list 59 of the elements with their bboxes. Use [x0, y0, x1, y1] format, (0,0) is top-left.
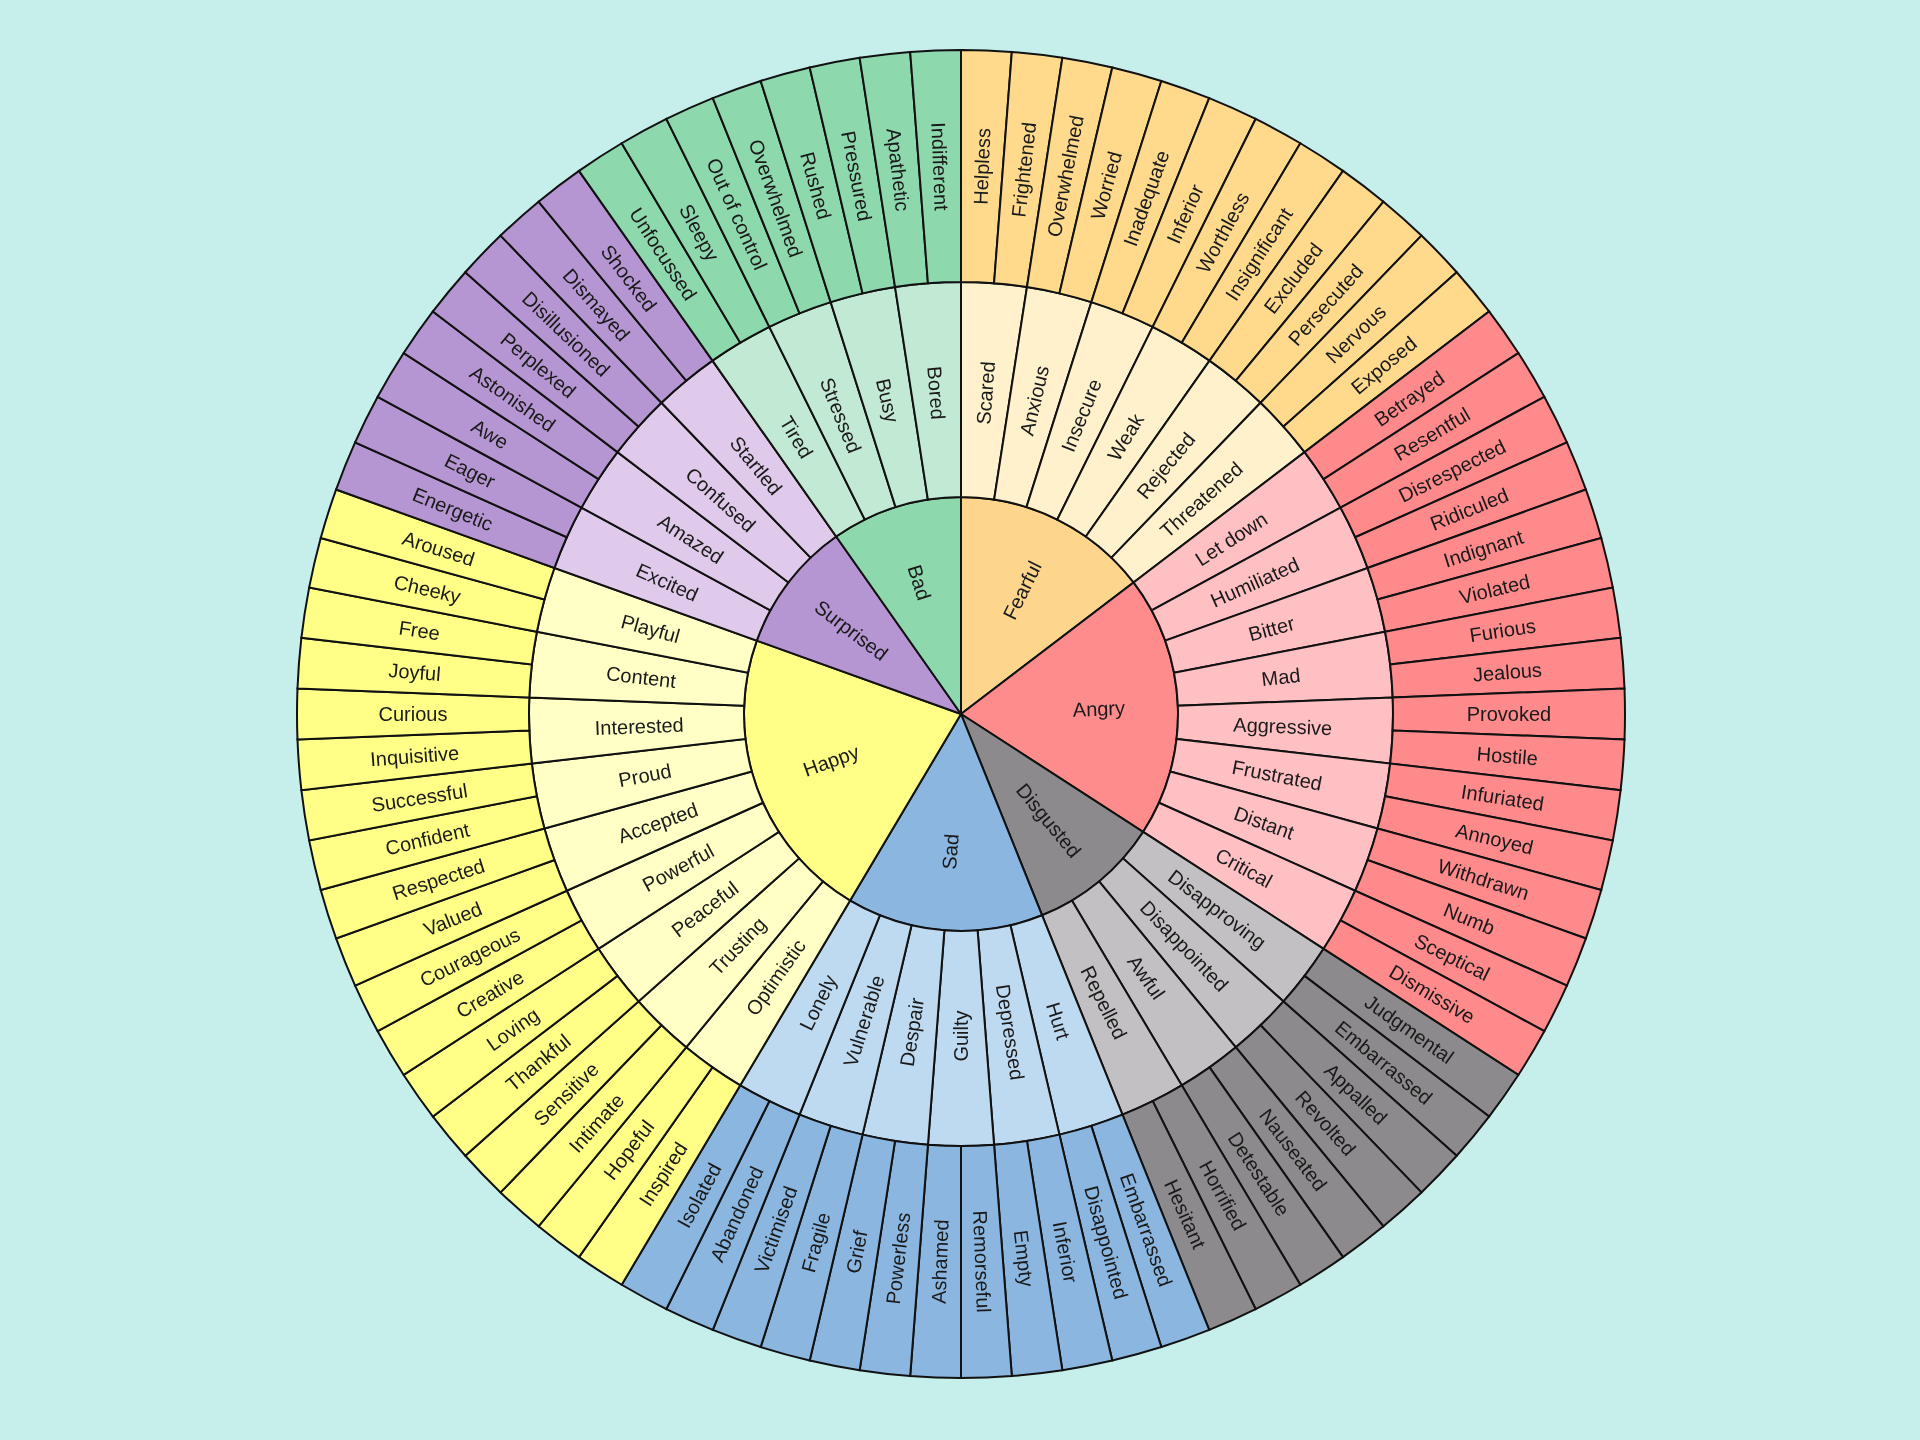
emotion-label: Remorseful	[970, 1210, 994, 1314]
wheel-segment	[296, 687, 531, 741]
emotion-label: Frustrated	[1230, 756, 1324, 794]
emotion-label: Violated	[1457, 571, 1532, 608]
emotion-label: Inquisitive	[369, 742, 460, 770]
emotion-label: Happy	[800, 741, 862, 780]
emotion-label: Angry	[1072, 697, 1126, 720]
wheel-segment	[894, 281, 962, 501]
emotion-label: Free	[397, 617, 442, 644]
emotion-label: Grief	[842, 1228, 871, 1276]
emotion-label: Depressed	[992, 982, 1028, 1082]
wheel-segment	[960, 1143, 1013, 1379]
emotion-label: Powerless	[882, 1211, 914, 1306]
emotion-label: Content	[605, 663, 678, 691]
emotion-label: Despair	[896, 996, 927, 1068]
emotion-label: Hurt	[1042, 999, 1074, 1042]
emotion-label: Sad	[939, 833, 962, 871]
emotion-label: Scared	[973, 360, 999, 426]
emotion-label: Jealous	[1472, 659, 1543, 685]
emotion-label: Aggressive	[1232, 714, 1333, 739]
emotion-label: Bored	[924, 365, 949, 421]
emotion-label: Fragile	[798, 1210, 834, 1275]
emotion-label: Distant	[1231, 802, 1297, 843]
wheel-segment	[926, 929, 996, 1147]
emotion-label: Busy	[872, 376, 903, 425]
emotion-label: Apathetic	[883, 127, 913, 213]
emotion-label: Playful	[618, 611, 683, 647]
emotion-label: Worried	[1087, 149, 1126, 222]
emotion-label: Helpless	[970, 127, 994, 206]
emotion-label: Successful	[370, 780, 469, 815]
wheel-segment	[1391, 687, 1626, 741]
emotion-label: Bitter	[1246, 612, 1297, 645]
emotion-label: Proud	[616, 760, 673, 791]
wheel-segment	[909, 49, 962, 285]
emotion-label: Frightened	[1008, 120, 1040, 219]
emotion-label: Numb	[1440, 899, 1498, 939]
emotion-label: Aroused	[400, 527, 478, 570]
emotion-label: Anxious	[1016, 363, 1053, 438]
emotion-label: Pressured	[838, 129, 876, 223]
emotion-label: Empty	[1010, 1229, 1038, 1288]
emotion-label: Eager	[441, 450, 499, 492]
emotion-label: Ashamed	[928, 1219, 952, 1305]
emotion-label: Infuriated	[1459, 781, 1546, 814]
emotion-label: Annoyed	[1453, 820, 1536, 858]
emotion-label: Curious	[378, 704, 448, 724]
wheel-segment	[755, 535, 962, 715]
emotion-label: Mad	[1260, 664, 1302, 690]
emotion-label: Guilty	[951, 1010, 971, 1062]
emotion-label: Furious	[1468, 615, 1538, 646]
emotion-label: Indifferent	[928, 121, 952, 212]
emotion-label: Inferior	[1049, 1219, 1082, 1285]
emotion-label: Joyful	[387, 660, 442, 684]
emotion-label: Hostile	[1476, 743, 1539, 769]
emotion-label: Bad	[904, 562, 935, 603]
wheel-segment	[909, 1143, 962, 1379]
emotion-label: Provoked	[1466, 704, 1552, 724]
emotion-label: Confident	[383, 819, 472, 859]
emotion-label: Interested	[594, 714, 685, 739]
emotion-label: Cheeky	[392, 571, 463, 607]
